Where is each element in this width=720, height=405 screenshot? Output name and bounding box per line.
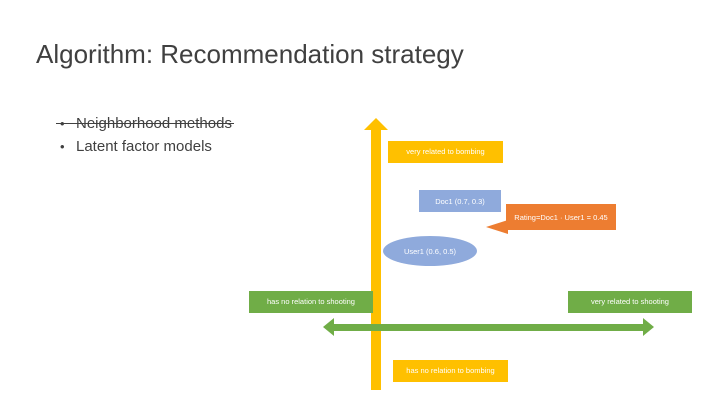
callout-tail-icon (486, 220, 508, 234)
list-item: • Neighborhood methods (56, 112, 390, 135)
axis-label-top: very related to bombing (388, 141, 503, 163)
vertical-axis-arrowhead-icon (364, 118, 388, 130)
recommendation-diagram: very related to bombing has no relation … (240, 118, 710, 403)
vertical-axis-bar (371, 128, 381, 390)
bullet-list: • Neighborhood methods • Latent factor m… (56, 112, 390, 158)
rating-callout: Rating=Doc1 · User1 = 0.45 (506, 204, 616, 230)
node-user1: User1 (0.6, 0.5) (383, 236, 477, 266)
list-item: • Latent factor models (60, 135, 390, 158)
horizontal-axis-bar (334, 324, 644, 331)
horizontal-axis-arrowhead-left-icon (323, 318, 334, 336)
bullet-text: Latent factor models (76, 138, 212, 155)
axis-label-right: very related to shooting (568, 291, 692, 313)
axis-label-left: has no relation to shooting (249, 291, 373, 313)
bullet-text: Neighborhood methods (56, 112, 234, 135)
page-title: Algorithm: Recommendation strategy (36, 39, 464, 69)
axis-label-bottom: has no relation to bombing (393, 360, 508, 382)
bullet-dot-icon: • (60, 139, 65, 154)
horizontal-axis-arrowhead-right-icon (643, 318, 654, 336)
node-doc1: Doc1 (0.7, 0.3) (419, 190, 501, 212)
